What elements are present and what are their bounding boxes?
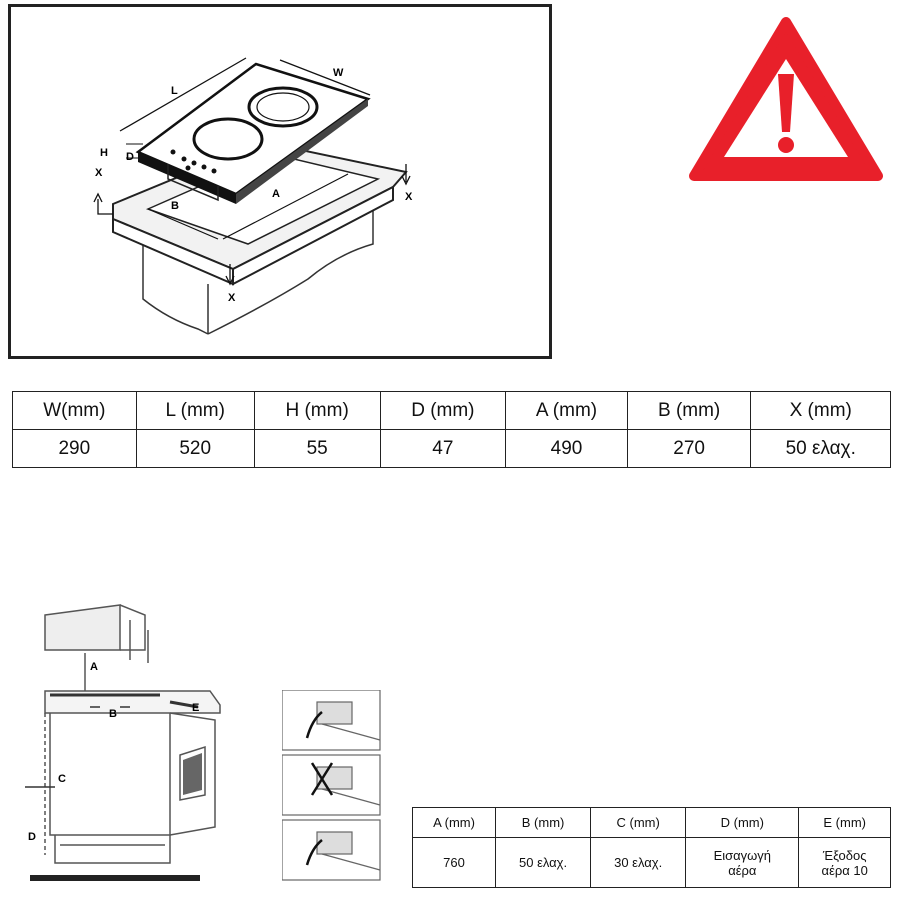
header-cell: D (mm) (685, 807, 800, 838)
dim-label-w: W (333, 67, 344, 79)
header-cell: C (mm) (590, 807, 687, 838)
header-cell: A (mm) (505, 391, 628, 430)
value-cell: 270 (626, 429, 752, 468)
value-cell: 50 ελαχ. (750, 429, 891, 468)
value-cell: 490 (505, 429, 628, 468)
header-cell: B (mm) (626, 391, 752, 430)
clearance-label-a: A (90, 661, 98, 673)
cell-text: 30 ελαχ. (614, 855, 663, 870)
header-cell: A (mm) (411, 807, 497, 838)
ventilation-table: A (mm) B (mm) C (mm) D (mm) E (mm) 760 5… (411, 807, 891, 888)
value-cell: 50 ελαχ. (495, 837, 592, 888)
value-cell: 30 ελαχ. (590, 837, 687, 888)
dim-label-x-right: X (405, 191, 413, 203)
cell-text-line1: Εισαγωγή (713, 847, 772, 863)
dim-label-h: H (100, 147, 108, 159)
cell-text-line2: αέρα 10 (821, 862, 868, 878)
clearance-label-d: D (28, 831, 36, 843)
hob-installation-diagram (8, 4, 552, 359)
clearance-label-c: C (58, 773, 66, 785)
hob-cutout-drawing: L W H D A B X X X (93, 57, 413, 335)
value-cell: 520 (135, 429, 255, 468)
value-cell: Έξοδος αέρα 10 (798, 837, 891, 888)
value-cell: 290 (12, 429, 137, 468)
airflow-detail-panels (282, 690, 381, 881)
dimensions-table: W(mm) L (mm) H (mm) D (mm) A (mm) B (mm)… (12, 391, 891, 468)
value-cell: 760 (411, 837, 497, 888)
clearance-label-e: E (192, 702, 199, 714)
table-row: 760 50 ελαχ. 30 ελαχ. Εισαγωγή αέρα Έξοδ… (411, 837, 891, 888)
cell-text: 50 ελαχ. (519, 855, 568, 870)
cell-text: 760 (443, 855, 465, 870)
cell-text-line1: Έξοδος (822, 847, 867, 863)
dim-label-b: B (171, 200, 179, 212)
header-cell: B (mm) (495, 807, 592, 838)
value-cell: Εισαγωγή αέρα (685, 837, 800, 888)
warning-triangle-icon (689, 17, 883, 181)
table-header-row: W(mm) L (mm) H (mm) D (mm) A (mm) B (mm)… (12, 391, 891, 430)
value-cell: 47 (379, 429, 507, 468)
dim-label-x-left: X (95, 167, 103, 179)
header-cell: H (mm) (253, 391, 381, 430)
header-cell: X (mm) (750, 391, 891, 430)
dim-label-d: D (126, 151, 134, 163)
header-cell: L (mm) (135, 391, 255, 430)
header-cell: E (mm) (798, 807, 891, 838)
dim-label-x-front: X (228, 292, 236, 304)
value-cell: 55 (253, 429, 381, 468)
table-row: 290 520 55 47 490 270 50 ελαχ. (12, 429, 891, 468)
ventilation-clearance-drawing: A B C D E (25, 604, 221, 881)
header-cell: D (mm) (379, 391, 507, 430)
header-cell: W(mm) (12, 391, 137, 430)
clearance-label-b: B (109, 708, 117, 720)
table-header-row: A (mm) B (mm) C (mm) D (mm) E (mm) (411, 807, 891, 838)
dim-label-a: A (272, 188, 280, 200)
cell-text-line2: αέρα (728, 862, 757, 878)
dim-label-l: L (171, 85, 178, 97)
